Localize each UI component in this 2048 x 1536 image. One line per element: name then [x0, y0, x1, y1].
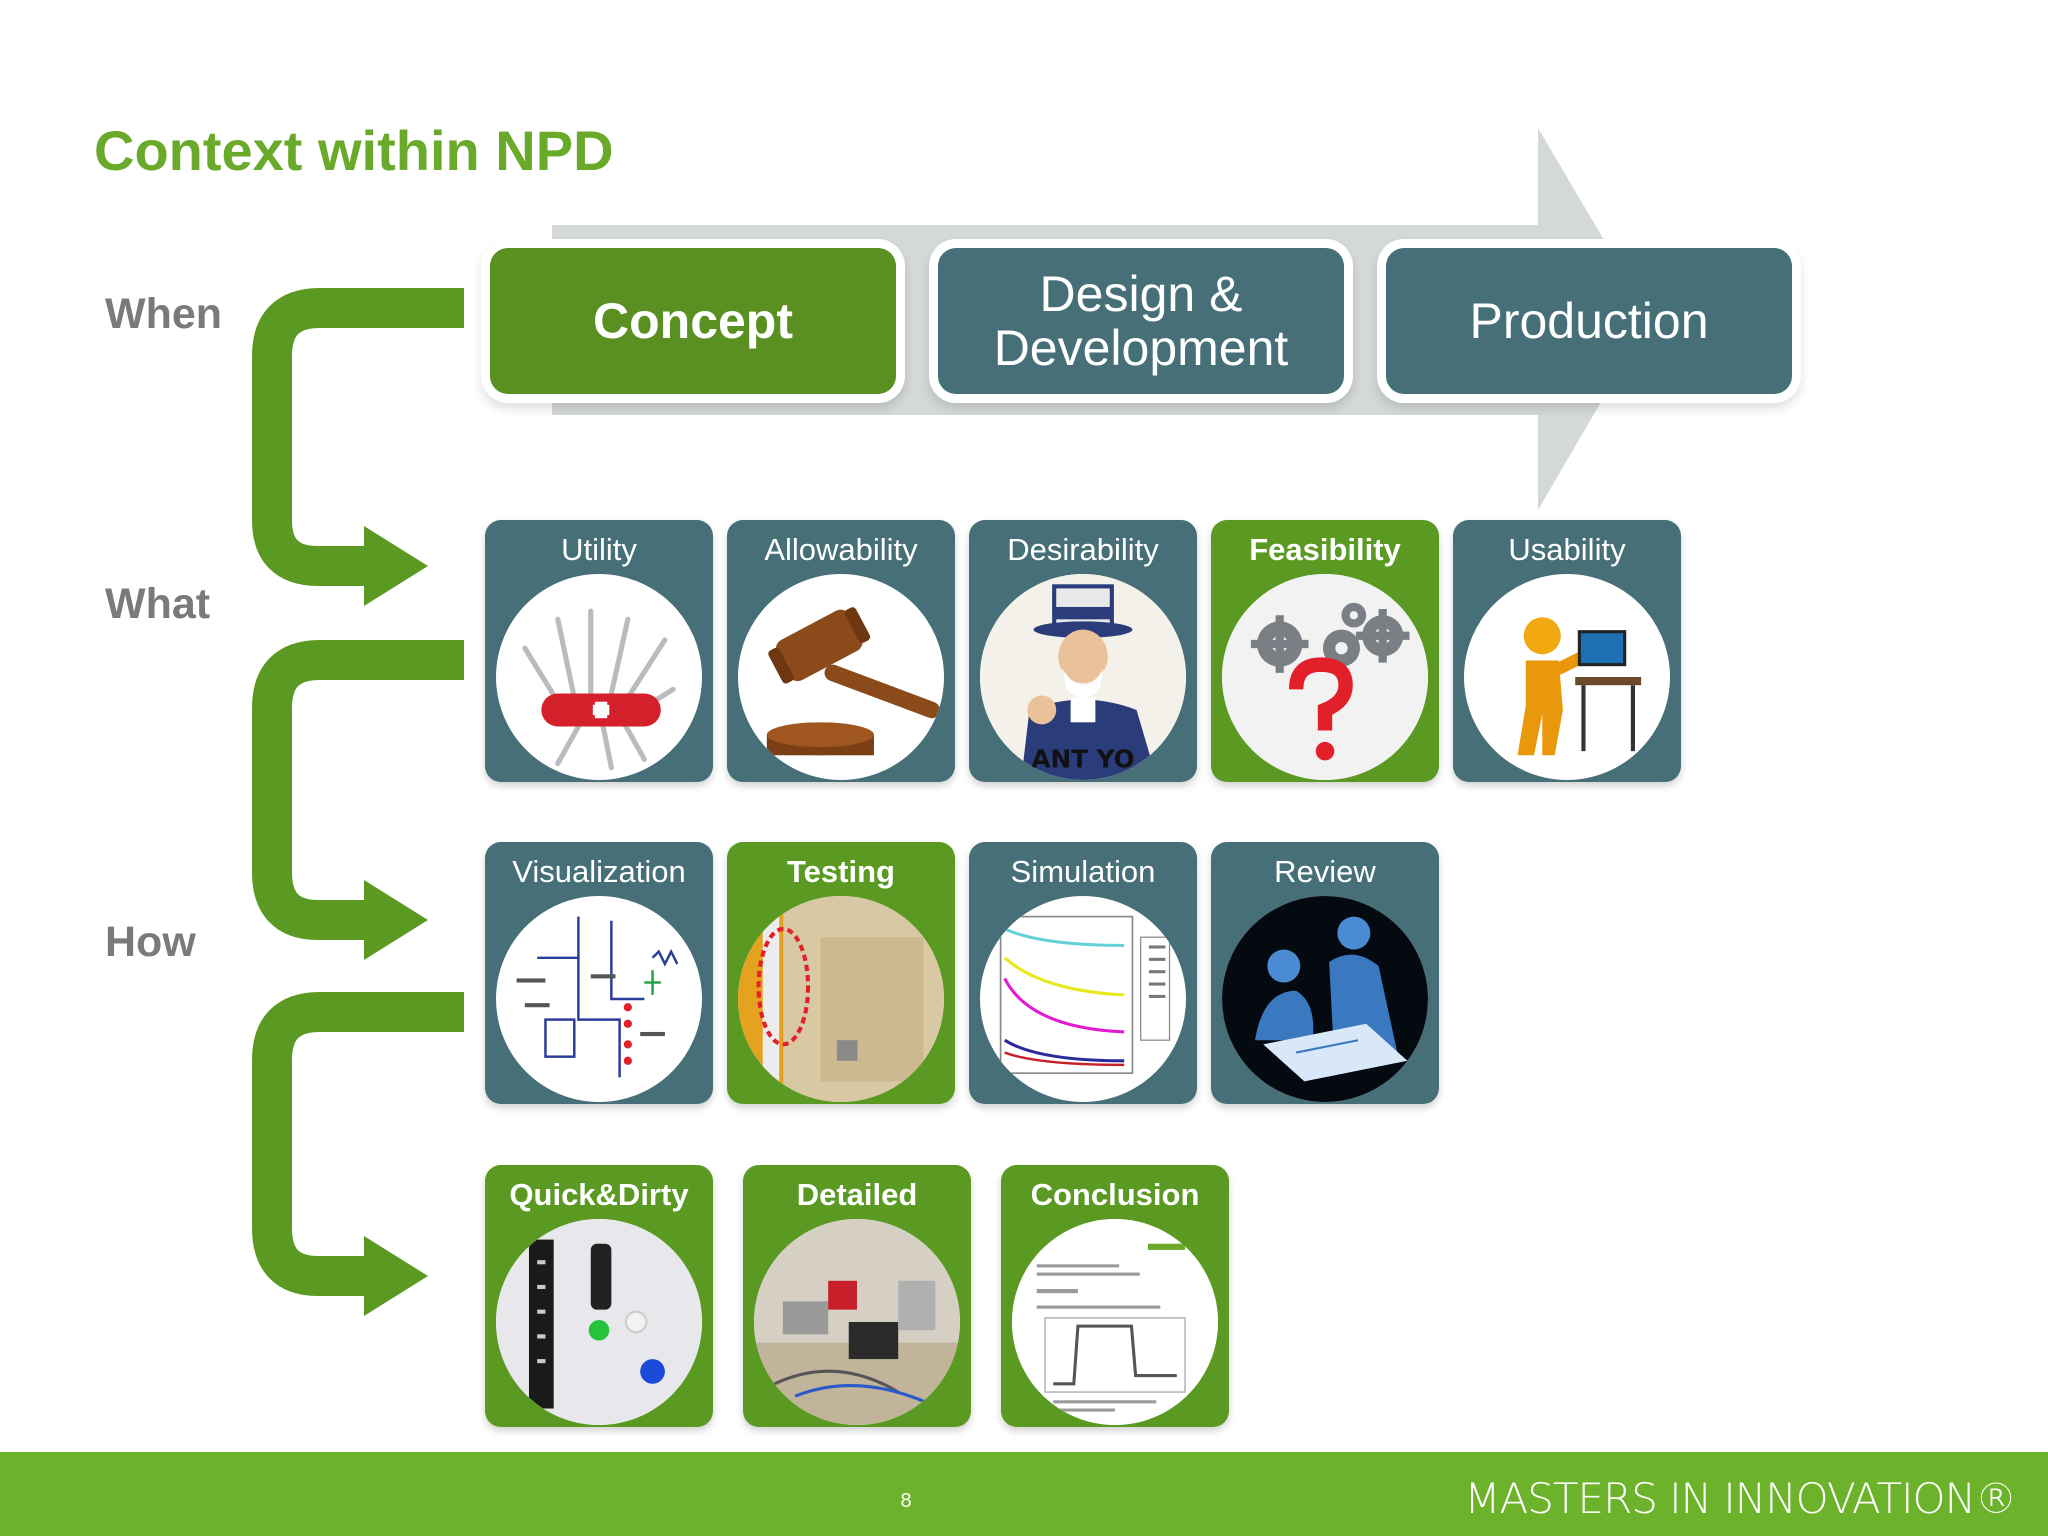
simulation-plot-icon — [980, 896, 1186, 1102]
phase-production: Production — [1386, 248, 1792, 394]
how-card-testing: Testing — [727, 842, 955, 1104]
card-label: Quick&Dirty — [509, 1177, 689, 1212]
brand-logo: MASTERS IN INNOVATION® — [1464, 1474, 2017, 1523]
slide-title: Context within NPD — [94, 119, 614, 182]
phase-design-development: Design & Development — [938, 248, 1344, 394]
card-label: Desirability — [1007, 532, 1159, 567]
row-label-what: What — [105, 580, 211, 628]
lab-setup-photo-icon — [754, 1219, 960, 1425]
card-label: Allowability — [764, 532, 918, 567]
card-label: Simulation — [1010, 854, 1156, 889]
when-to-what-arrow — [252, 288, 464, 586]
phase-label: Design & Development — [993, 266, 1289, 376]
phase-concept: Concept — [490, 248, 896, 394]
how-card-simulation: Simulation — [969, 842, 1197, 1104]
uncle-sam-icon: ANT YO — [980, 574, 1186, 780]
card-label: Visualization — [512, 854, 686, 889]
phase-label: Production — [1469, 293, 1709, 349]
phase-label: Concept — [593, 293, 793, 349]
test-card-conclusion: Conclusion — [1001, 1165, 1229, 1427]
report-document-icon — [1012, 1219, 1218, 1425]
card-label: Detailed — [796, 1177, 918, 1212]
what-card-desirability: Desirability ANT YO — [969, 520, 1197, 782]
footer-bar — [0, 1452, 2048, 1536]
what-card-feasibility: Feasibility — [1211, 520, 1439, 782]
row-label-how: How — [105, 918, 196, 966]
what-card-allowability: Allowability — [727, 520, 955, 782]
gavel-icon — [738, 574, 944, 780]
how-card-review: Review — [1211, 842, 1439, 1104]
what-card-usability: Usability — [1453, 520, 1681, 782]
card-label: Utility — [561, 532, 637, 567]
row-label-when: When — [105, 290, 223, 338]
figure-at-computer-icon — [1464, 574, 1670, 780]
schematic-diagram-icon — [496, 896, 702, 1102]
test-photo-icon — [738, 896, 944, 1102]
card-label: Review — [1274, 854, 1376, 889]
gears-question-icon — [1222, 574, 1428, 780]
people-reviewing-icon — [1222, 896, 1428, 1102]
card-label: Usability — [1508, 532, 1626, 567]
test-card-detailed: Detailed — [743, 1165, 971, 1427]
swiss-army-knife-icon — [496, 574, 702, 780]
how-card-visualization: Visualization — [485, 842, 713, 1104]
poster-text: ANT YO — [1031, 745, 1134, 774]
what-card-utility: Utility — [485, 520, 713, 782]
page-number: 8 — [900, 1490, 912, 1512]
what-to-how-arrow — [252, 640, 464, 940]
card-label: Conclusion — [1030, 1177, 1200, 1212]
test-card-quick-dirty: Quick&Dirty — [485, 1165, 713, 1427]
card-label: Feasibility — [1249, 532, 1401, 567]
how-to-test-arrow — [252, 992, 464, 1296]
card-label: Testing — [787, 854, 895, 889]
quick-test-photo-icon — [496, 1219, 702, 1425]
